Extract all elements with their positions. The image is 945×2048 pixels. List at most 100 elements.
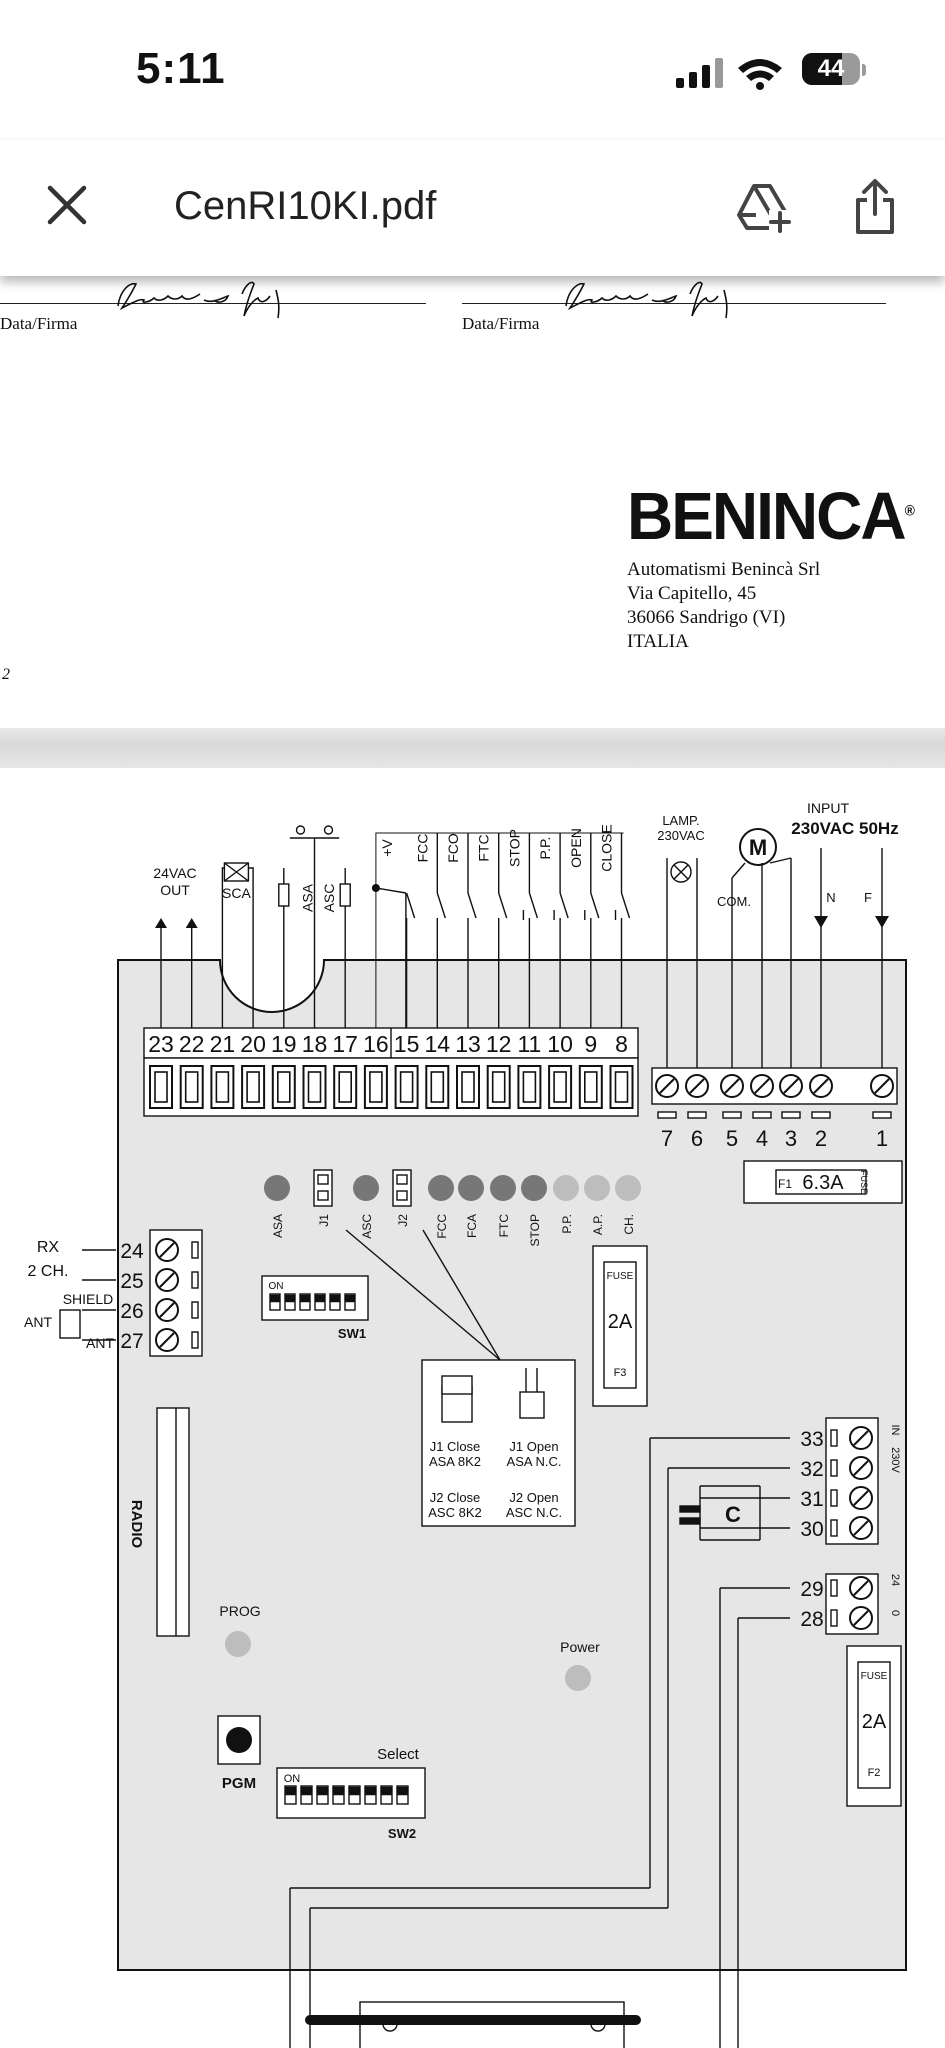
led-label: P.P. (560, 1214, 574, 1234)
status-led (615, 1175, 641, 1201)
add-to-drive-icon[interactable] (735, 180, 791, 236)
sw1-label: SW1 (338, 1326, 366, 1341)
page-gap (0, 728, 945, 768)
motor-icon (739, 828, 777, 866)
radio-number: 26 (120, 1300, 143, 1323)
fuse-id: F3 (614, 1367, 627, 1379)
radio-slot (156, 1407, 190, 1637)
sw2-select: Select (377, 1746, 420, 1763)
contact-label: FCO (445, 833, 461, 863)
cap-label: C (725, 1502, 741, 1527)
cap-screw-slot (853, 1490, 869, 1506)
shield-label: SHIELD (63, 1291, 114, 1307)
pdf-viewport[interactable]: Data/Firma Data/Firma BENINCA® Automatis… (0, 276, 945, 2048)
signal-wifi-icons (676, 58, 782, 90)
contact-label: OPEN (568, 828, 584, 868)
signature-label-left: Data/Firma (0, 314, 78, 333)
terminal-number: 21 (210, 1031, 236, 1057)
home-indicator (305, 2015, 641, 2025)
f-label: F (864, 890, 872, 905)
pgm-button-cap (226, 1727, 252, 1753)
contact-blade (405, 892, 416, 919)
contact-label: FCC (414, 834, 430, 863)
low-number: 28 (800, 1608, 823, 1631)
jumper-leader (422, 1229, 501, 1361)
terminal-socket-inner (276, 1071, 291, 1103)
fuse-label: FUSE (859, 1170, 869, 1194)
signature-line-right (462, 303, 886, 304)
led-label: ASC (360, 1214, 374, 1239)
terminal-number: 18 (302, 1031, 328, 1057)
jumper-pin (396, 1190, 408, 1201)
jumper-pin (317, 1174, 329, 1185)
led-label: J1 (317, 1214, 331, 1227)
lamp-voltage: 230VAC (657, 828, 704, 843)
cap-tab (830, 1519, 838, 1537)
dip-lever (269, 1294, 281, 1303)
terminal-number: 23 (148, 1031, 174, 1057)
terminal-number: 6 (691, 1126, 703, 1151)
out-label: OUT (160, 882, 190, 898)
contact-blade (498, 892, 508, 919)
dip-lever (284, 1786, 297, 1796)
low-tab (830, 1609, 838, 1627)
power-label: Power (560, 1639, 600, 1655)
cap-tab (830, 1459, 838, 1477)
capacitor-plate (679, 1517, 701, 1525)
contact-blade (559, 892, 569, 919)
fuse-id: F1 (778, 1177, 792, 1191)
plusv-label: +V (379, 839, 395, 857)
terminal-tab (722, 1111, 742, 1119)
led-label: J2 (396, 1214, 410, 1227)
led-label: A.P. (591, 1214, 605, 1235)
company-address: Automatismi Benincà Srl Via Capitello, 4… (627, 558, 820, 654)
antenna-connector (59, 1309, 81, 1339)
close-icon[interactable] (44, 182, 90, 228)
terminal-number: 13 (455, 1031, 481, 1057)
ch-label: 2 CH. (28, 1263, 69, 1280)
ant-label: ANT (24, 1314, 52, 1330)
terminal-screw-slot (724, 1078, 740, 1094)
pgm-label: PGM (222, 1775, 256, 1792)
rx-label: RX (37, 1239, 60, 1256)
radio-tab (191, 1301, 199, 1319)
status-led (458, 1175, 484, 1201)
radio-tab (191, 1331, 199, 1349)
dip-lever (364, 1786, 377, 1796)
bottom-connector (359, 2001, 625, 2048)
share-icon[interactable] (850, 178, 900, 236)
terminal-socket-inner (338, 1071, 353, 1103)
low-24: 24 (889, 1574, 901, 1586)
cap-number: 31 (800, 1488, 823, 1511)
terminal-screw-slot (659, 1078, 675, 1094)
fuse-body (775, 1169, 867, 1195)
lamp-x (673, 864, 689, 880)
page-number: 2 (2, 666, 10, 683)
terminal-socket-inner (430, 1071, 445, 1103)
resistor-8k2 (339, 883, 351, 907)
led-label: STOP (528, 1214, 542, 1246)
terminal-socket-inner (215, 1071, 230, 1103)
fuse-value: 6.3A (802, 1172, 844, 1194)
pdf-toolbar: CenRI10KI.pdf (0, 140, 945, 276)
led-label: FCC (435, 1214, 449, 1239)
low-0: 0 (889, 1610, 901, 1616)
dip-lever (396, 1786, 409, 1796)
terminal-socket-inner (246, 1071, 260, 1103)
in-label: IN (889, 1425, 901, 1436)
plusv-bus (375, 832, 624, 1028)
input-label: INPUT (807, 800, 849, 816)
dip-lever (332, 1786, 345, 1796)
pdf-page-1: Data/Firma Data/Firma BENINCA® Automatis… (0, 276, 945, 728)
switch-contact (295, 825, 306, 835)
terminal-socket-inner (461, 1071, 475, 1103)
arrow-up (155, 918, 167, 928)
terminal-number: 11 (517, 1031, 541, 1057)
terminal-tab (752, 1111, 772, 1119)
terminal-number: 19 (271, 1031, 297, 1057)
switch-contact (323, 825, 334, 835)
ant-label: ANT (86, 1335, 114, 1351)
status-led (521, 1175, 547, 1201)
status-led (490, 1175, 516, 1201)
